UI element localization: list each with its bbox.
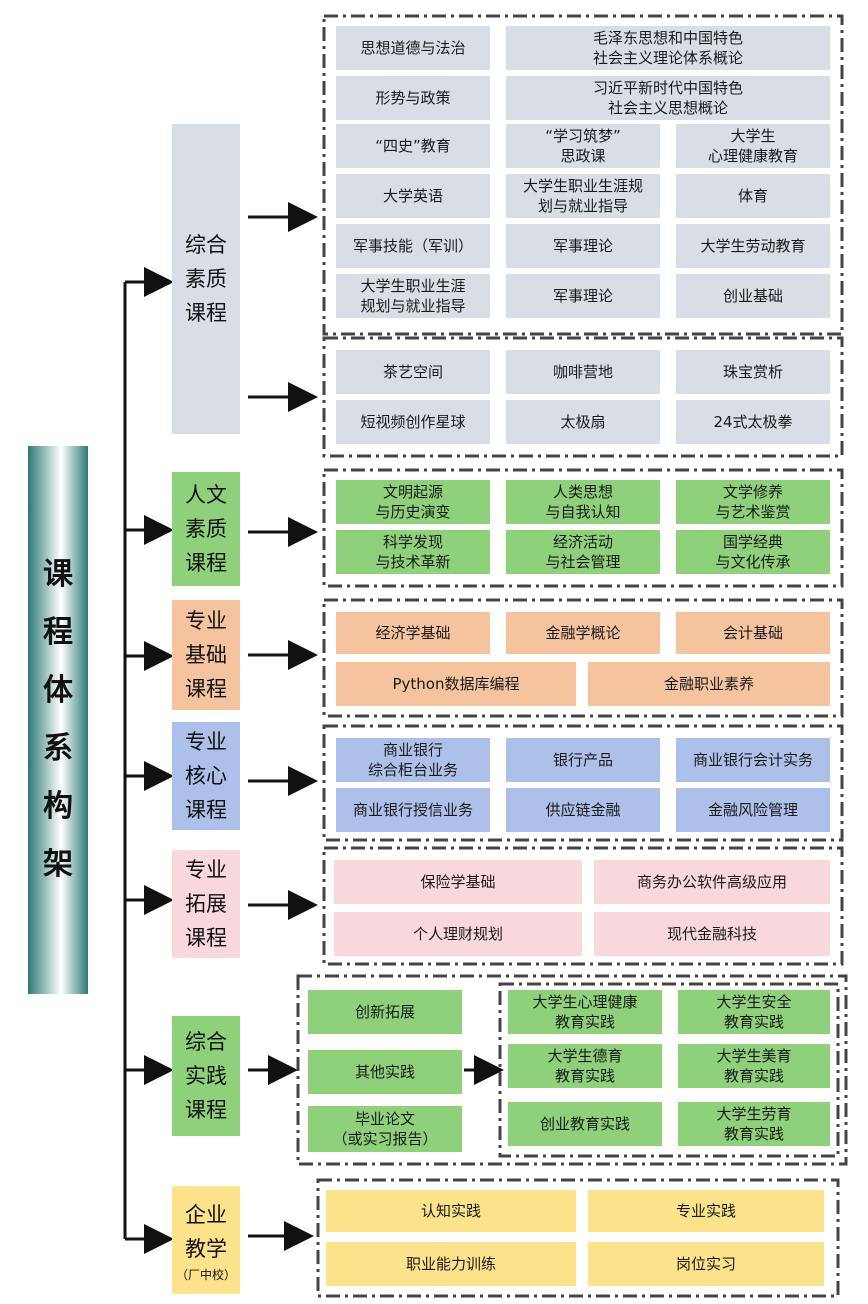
frame-shijian-inner xyxy=(498,982,840,1158)
frame-zonghe-required xyxy=(322,14,844,336)
course-cell: 军事理论 xyxy=(506,224,660,268)
course-cell: 创业基础 xyxy=(676,274,830,318)
category-zhuanye-jichu: 专业 基础 课程 xyxy=(172,600,240,710)
course-cell: 体育 xyxy=(676,174,830,218)
practice-cell: 毕业论文 （或实习报告） xyxy=(308,1106,462,1152)
frame-zonghe-elective xyxy=(322,336,844,458)
course-cell: 大学英语 xyxy=(336,174,490,218)
course-cell: Python数据库编程 xyxy=(336,662,576,706)
elective-cell: 咖啡营地 xyxy=(506,350,660,394)
category-zhuanye-hexin: 专业 核心 课程 xyxy=(172,722,240,830)
course-cell: 金融学概论 xyxy=(506,612,660,654)
category-shijian: 综合 实践 课程 xyxy=(172,1016,240,1136)
frame-renwen xyxy=(322,468,844,588)
frame-tuozhan xyxy=(322,846,844,966)
course-cell: 供应链金融 xyxy=(506,788,660,832)
category-qiye-label: 企业 教学 xyxy=(185,1202,227,1261)
category-qiye-sub: （厂中校） xyxy=(175,1267,236,1282)
course-cell: 习近平新时代中国特色 社会主义思想概论 xyxy=(506,76,830,120)
course-cell: 会计基础 xyxy=(676,612,830,654)
course-cell: 文学修养 与艺术鉴赏 xyxy=(676,480,830,524)
course-cell: 形势与政策 xyxy=(336,76,490,120)
course-cell: 职业能力训练 xyxy=(326,1242,576,1286)
course-cell: 个人理财规划 xyxy=(334,912,582,956)
diagram-title-text: 课 程 体 系 构 架 xyxy=(43,557,73,882)
course-cell: 科学发现 与技术革新 xyxy=(336,530,490,574)
course-cell: 认知实践 xyxy=(326,1190,576,1232)
elective-cell: 短视频创作星球 xyxy=(336,400,490,444)
course-cell: 军事技能（军训） xyxy=(336,224,490,268)
course-cell: 文明起源 与历史演变 xyxy=(336,480,490,524)
course-cell: 经济活动 与社会管理 xyxy=(506,530,660,574)
elective-cell: 茶艺空间 xyxy=(336,350,490,394)
frame-shijian xyxy=(296,974,848,1166)
practice-cell: 创新拓展 xyxy=(308,990,462,1034)
frame-hexin xyxy=(322,724,844,842)
category-qiye: 企业 教学 （厂中校） xyxy=(172,1186,240,1294)
course-cell: 商业银行 综合柜台业务 xyxy=(336,738,490,782)
frame-qiye xyxy=(316,1178,840,1298)
course-cell: 岗位实习 xyxy=(588,1242,824,1286)
course-cell: 国学经典 与文化传承 xyxy=(676,530,830,574)
course-cell: 大学生职业生涯 规划与就业指导 xyxy=(336,274,490,318)
course-cell: “四史”教育 xyxy=(336,124,490,168)
diagram-title: 课 程 体 系 构 架 xyxy=(28,446,88,994)
elective-cell: 24式太极拳 xyxy=(676,400,830,444)
course-cell: 经济学基础 xyxy=(336,612,490,654)
course-cell: 大学生职业生涯规 划与就业指导 xyxy=(506,174,660,218)
course-cell: 大学生 心理健康教育 xyxy=(676,124,830,168)
practice-cell: 其他实践 xyxy=(308,1050,462,1094)
course-cell: 银行产品 xyxy=(506,738,660,782)
course-cell: 专业实践 xyxy=(588,1190,824,1232)
category-zhuanye-tuozhan: 专业 拓展 课程 xyxy=(172,850,240,958)
course-cell: 商业银行授信业务 xyxy=(336,788,490,832)
course-cell: 保险学基础 xyxy=(334,860,582,904)
course-cell: 金融风险管理 xyxy=(676,788,830,832)
practice-cell: 大学生劳育 教育实践 xyxy=(678,1102,830,1146)
course-cell: 金融职业素养 xyxy=(588,662,830,706)
course-cell: 人类思想 与自我认知 xyxy=(506,480,660,524)
category-renwen: 人文 素质 课程 xyxy=(172,472,240,586)
course-cell: 大学生劳动教育 xyxy=(676,224,830,268)
course-cell: 商务办公软件高级应用 xyxy=(594,860,830,904)
practice-cell: 大学生心理健康 教育实践 xyxy=(508,990,662,1034)
course-cell: “学习筑梦” 思政课 xyxy=(506,124,660,168)
course-cell: 军事理论 xyxy=(506,274,660,318)
course-cell: 商业银行会计实务 xyxy=(676,738,830,782)
elective-cell: 珠宝赏析 xyxy=(676,350,830,394)
course-cell: 现代金融科技 xyxy=(594,912,830,956)
practice-cell: 大学生安全 教育实践 xyxy=(678,990,830,1034)
practice-cell: 大学生德育 教育实践 xyxy=(508,1044,662,1088)
elective-cell: 太极扇 xyxy=(506,400,660,444)
course-cell: 思想道德与法治 xyxy=(336,26,490,70)
frame-jichu xyxy=(322,598,844,718)
course-cell: 毛泽东思想和中国特色 社会主义理论体系概论 xyxy=(506,26,830,70)
practice-cell: 创业教育实践 xyxy=(508,1102,662,1146)
practice-cell: 大学生美育 教育实践 xyxy=(678,1044,830,1088)
category-zonghe: 综合 素质 课程 xyxy=(172,124,240,434)
